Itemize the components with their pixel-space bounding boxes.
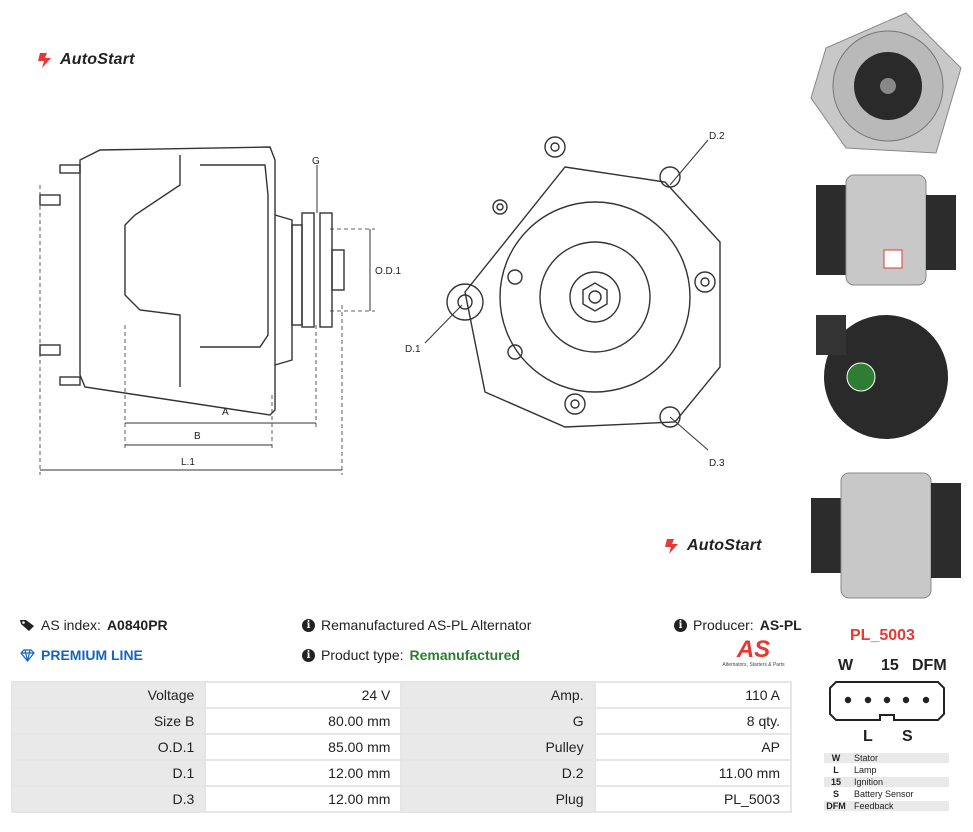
pin-label-l: L — [863, 728, 873, 745]
tag-icon — [20, 619, 34, 631]
info-icon: i — [674, 618, 687, 632]
legend-value: Ignition — [854, 777, 884, 787]
info-icon: i — [302, 618, 315, 632]
product-type-value: Remanufactured — [409, 647, 520, 663]
product-type: i Product type: Remanufactured — [302, 647, 520, 663]
plug-connector-diagram — [829, 681, 945, 721]
brand-name: AutoStart — [60, 51, 135, 68]
spec-value: PL_5003 — [593, 785, 793, 813]
legend-row: 15 Ignition — [824, 777, 949, 787]
spec-label: Size B — [10, 707, 207, 735]
spec-value: 11.00 mm — [593, 759, 793, 787]
aspl-logo-text: AS — [736, 636, 771, 663]
as-index: AS index: A0840PR — [20, 617, 168, 633]
label-a: A — [222, 407, 229, 418]
spec-label: D.2 — [400, 759, 596, 787]
legend-row: L Lamp — [824, 765, 949, 775]
legend-key: W — [831, 753, 841, 763]
premium-line: PREMIUM LINE — [20, 647, 143, 663]
pin-label-w: W — [838, 657, 854, 674]
legend-value: Battery Sensor — [854, 789, 914, 799]
description-text: Remanufactured AS-PL Alternator — [321, 617, 532, 633]
spec-value: 12.00 mm — [204, 759, 403, 787]
autostart-logo-icon — [665, 539, 678, 554]
producer: i Producer: AS-PL — [674, 617, 802, 633]
legend-key: DFM — [826, 801, 846, 811]
as-index-value: A0840PR — [106, 617, 168, 633]
aspl-tagline: Alternators, Starters & Parts — [722, 662, 785, 668]
product-photo-side-left — [811, 472, 961, 599]
legend-key: L — [833, 765, 839, 775]
info-icon: i — [302, 648, 315, 662]
spec-label: D.1 — [10, 759, 207, 787]
diamond-icon — [20, 648, 35, 662]
brand-logo-secondary: AutoStart — [663, 536, 762, 556]
pin-label-15: 15 — [881, 657, 899, 674]
product-type-label: Product type: — [321, 647, 404, 663]
spec-label: Voltage — [10, 681, 207, 709]
plug-title: PL_5003 — [850, 627, 915, 644]
description: i Remanufactured AS-PL Alternator — [302, 617, 531, 633]
spec-label: Amp. — [400, 681, 596, 709]
label-g: G — [312, 156, 320, 167]
legend-value: Stator — [854, 753, 879, 763]
legend-key: 15 — [830, 777, 841, 787]
brand-name: AutoStart — [687, 537, 762, 554]
spec-value: AP — [593, 733, 793, 761]
spec-value: 12.00 mm — [204, 785, 403, 813]
label-d3: D.3 — [709, 458, 725, 469]
label-d2: D.2 — [709, 131, 725, 142]
legend-row: W Stator — [824, 753, 949, 763]
technical-drawing — [39, 136, 721, 475]
pin-label-s: S — [902, 728, 913, 745]
spec-value: 24 V — [204, 681, 403, 709]
legend-value: Lamp — [854, 765, 877, 775]
producer-value: AS-PL — [759, 617, 802, 633]
premium-label: PREMIUM LINE — [41, 647, 143, 663]
pin-label-dfm: DFM — [912, 657, 947, 674]
label-od1: O.D.1 — [375, 266, 402, 277]
as-index-label: AS index: — [41, 617, 101, 633]
label-b: B — [194, 431, 201, 442]
brand-logo: AutoStart — [36, 50, 135, 70]
spec-label: D.3 — [10, 785, 207, 813]
product-photo-front — [810, 12, 962, 154]
product-photo-rear — [816, 315, 948, 439]
spec-value: 80.00 mm — [204, 707, 403, 735]
product-photo-side-right — [816, 174, 956, 286]
side-view-body — [79, 146, 276, 416]
legend-value: Feedback — [854, 801, 894, 811]
legend-row: S Battery Sensor — [824, 789, 949, 799]
legend-row: DFM Feedback — [824, 801, 949, 811]
spec-label: G — [400, 707, 596, 735]
label-l1: L.1 — [181, 457, 195, 468]
spec-value: 8 qty. — [593, 707, 793, 735]
spec-label: O.D.1 — [10, 733, 207, 761]
aspl-logo: AS Alternators, Starters & Parts — [716, 636, 791, 669]
autostart-logo-icon — [38, 53, 51, 68]
legend-key: S — [832, 789, 839, 799]
spec-value: 110 A — [593, 681, 793, 709]
producer-label: Producer: — [693, 617, 754, 633]
label-d1: D.1 — [405, 344, 421, 355]
spec-label: Plug — [400, 785, 596, 813]
spec-label: Pulley — [400, 733, 596, 761]
front-view — [446, 136, 721, 428]
spec-value: 85.00 mm — [204, 733, 403, 761]
